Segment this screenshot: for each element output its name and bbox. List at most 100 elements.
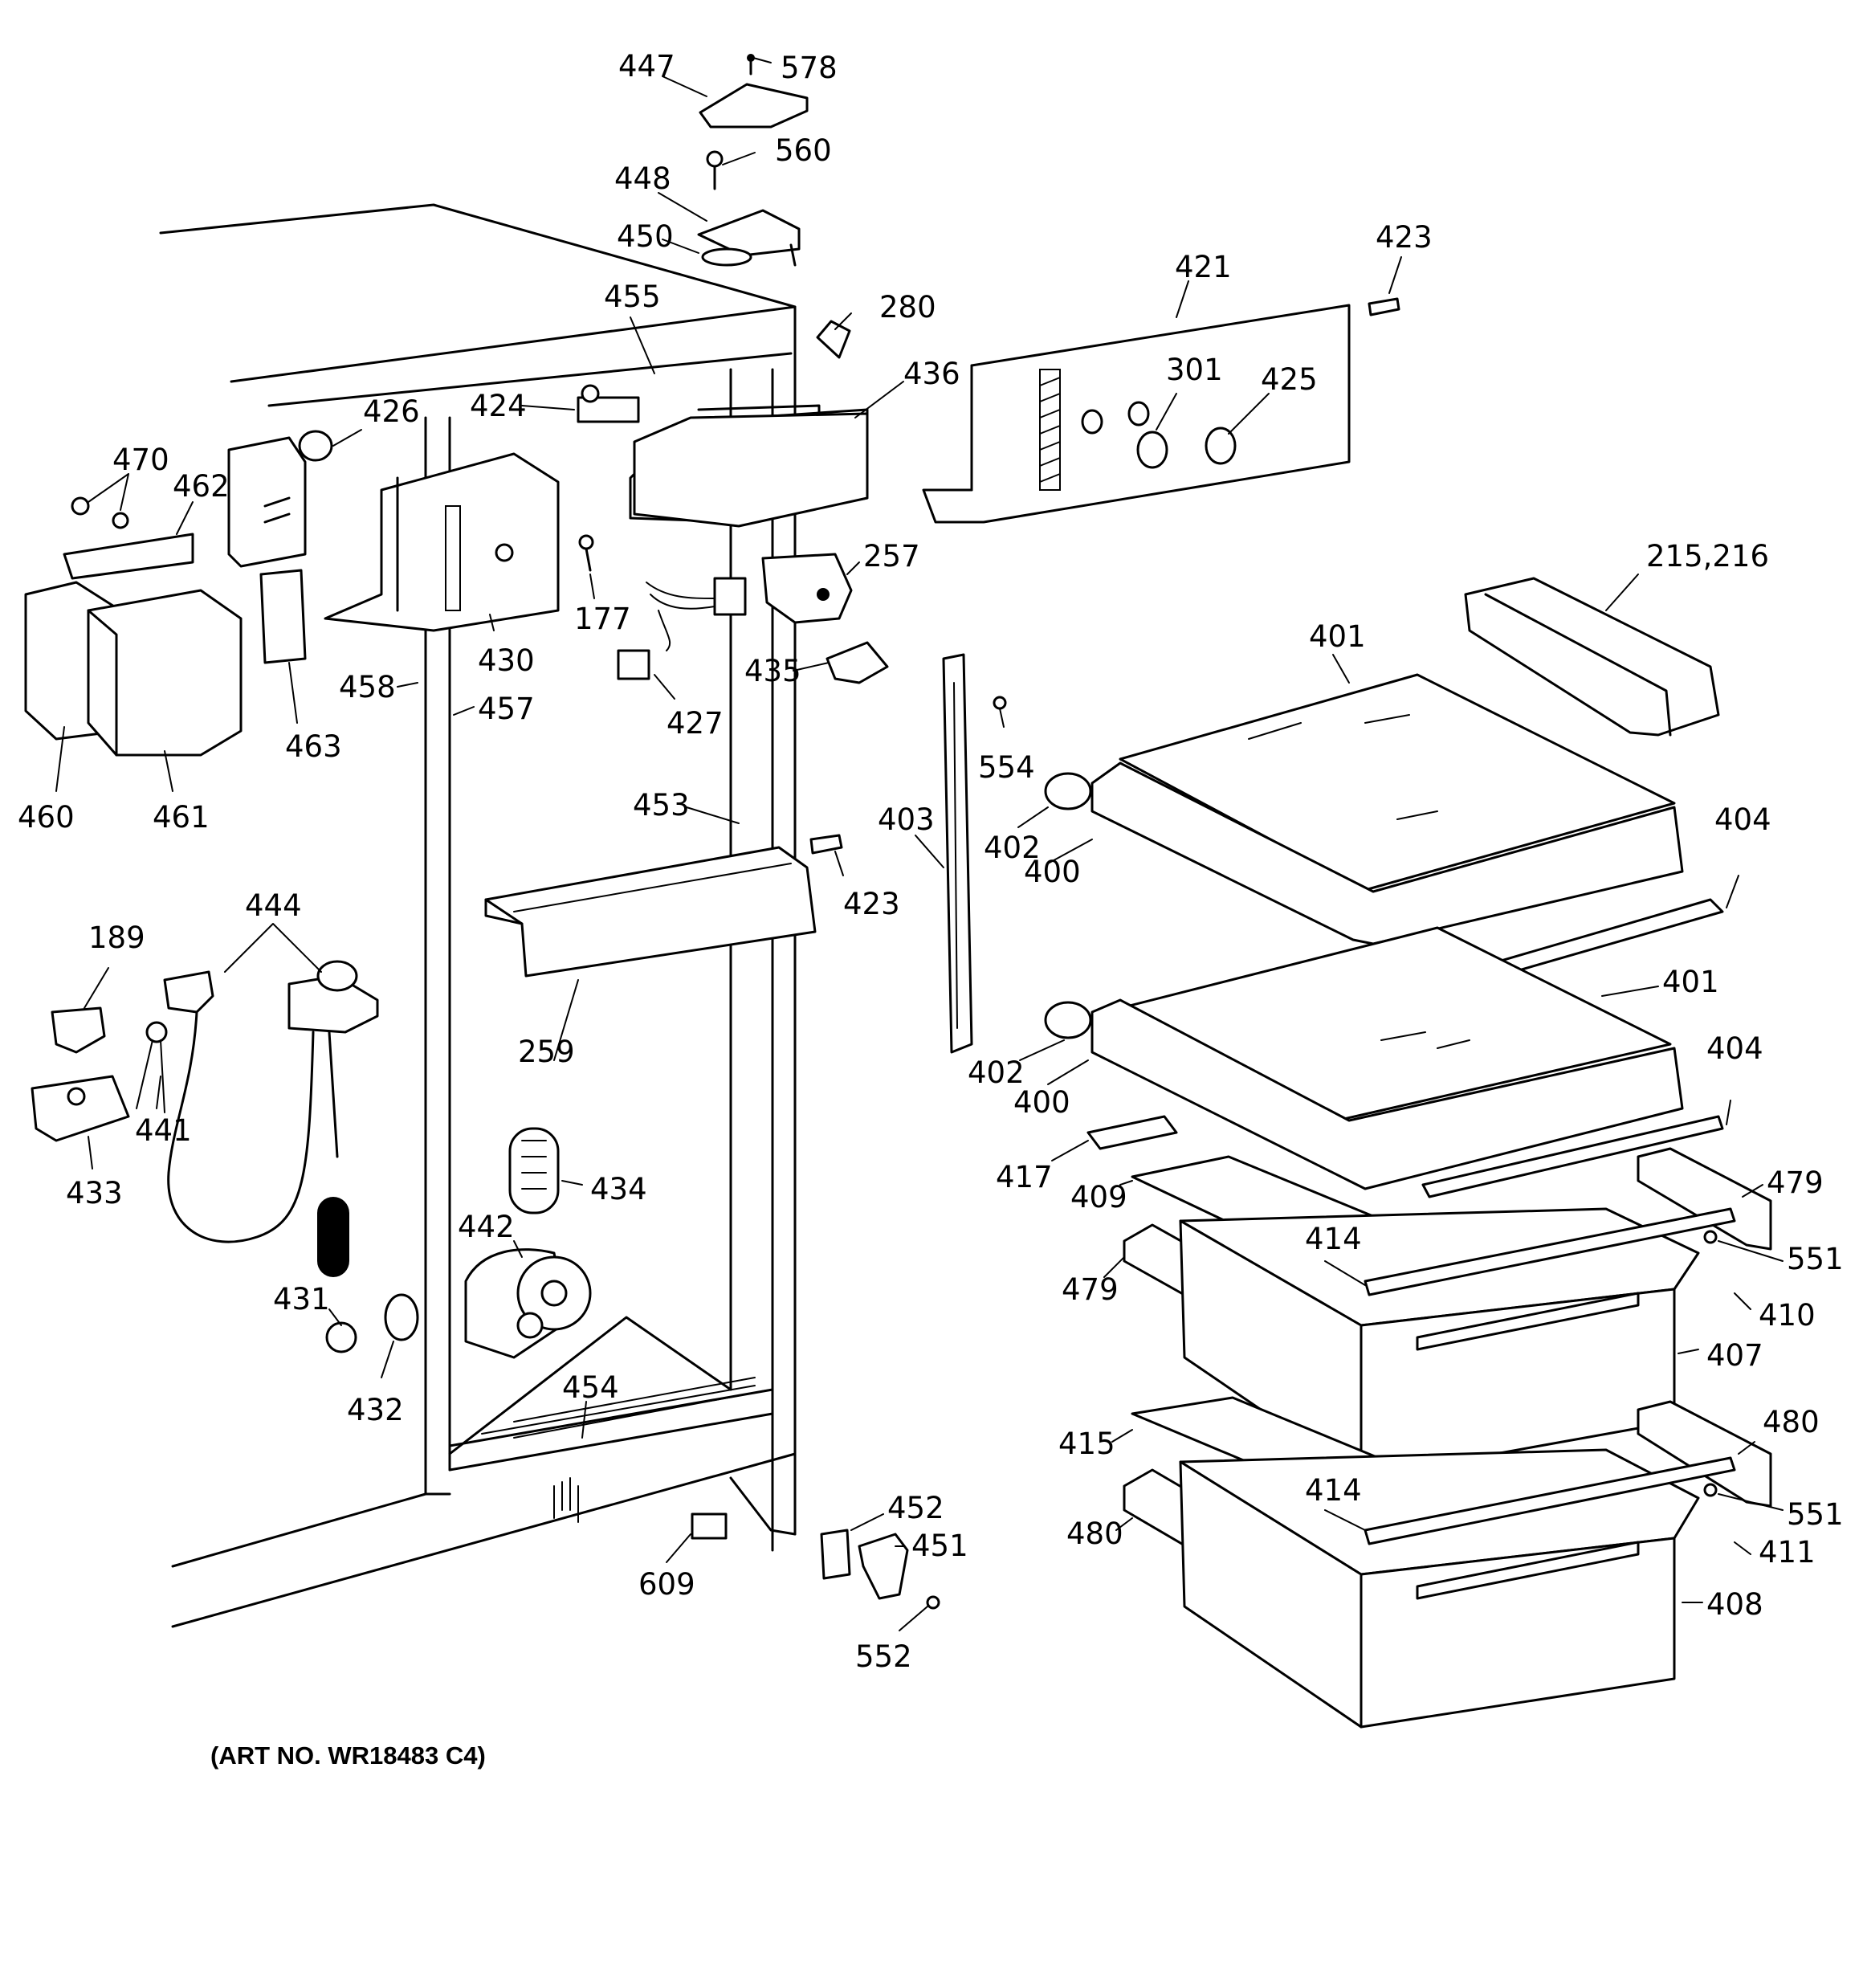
- callout-578: 578: [781, 51, 838, 85]
- callout-415: 415: [1058, 1427, 1115, 1461]
- callout-479-right: 479: [1767, 1165, 1824, 1200]
- callout-452: 452: [887, 1491, 944, 1525]
- clip-463: [259, 569, 307, 664]
- shelf-frame-upper: [1044, 761, 1684, 945]
- callout-404-lower: 404: [1706, 1031, 1763, 1066]
- control-panel: [922, 304, 1351, 524]
- drawer-handle-411: [1364, 1456, 1736, 1545]
- callout-215-216: 215,216: [1646, 539, 1769, 574]
- callout-403: 403: [878, 802, 935, 837]
- callout-450: 450: [617, 219, 674, 254]
- screw-470: [71, 496, 129, 529]
- bracket-433: [31, 1075, 130, 1142]
- water-valve-444: [163, 960, 379, 1243]
- callout-189: 189: [88, 921, 145, 955]
- panel-screw-top: [1368, 297, 1400, 316]
- callout-434: 434: [590, 1172, 647, 1206]
- fitting-441: [136, 1021, 168, 1113]
- control-housing-436: [633, 412, 869, 528]
- meat-pan-408: [1179, 1448, 1700, 1729]
- callout-426: 426: [363, 394, 420, 429]
- callout-444: 444: [245, 888, 302, 923]
- callout-414-upper: 414: [1305, 1222, 1362, 1256]
- callout-417: 417: [996, 1160, 1053, 1194]
- callout-463: 463: [285, 729, 342, 764]
- callout-554: 554: [978, 750, 1035, 785]
- callout-552: 552: [855, 1639, 912, 1674]
- callout-408: 408: [1706, 1587, 1763, 1622]
- callout-480-left: 480: [1066, 1517, 1123, 1551]
- callout-442: 442: [458, 1210, 515, 1244]
- callout-436: 436: [903, 357, 960, 391]
- callout-421: 421: [1175, 250, 1232, 284]
- hinge-pin: [816, 320, 851, 359]
- callout-280: 280: [879, 290, 936, 325]
- callout-labels: 447 578 560 448 450 455 280 436 421 423 …: [18, 49, 1844, 1674]
- callout-480-right: 480: [1763, 1405, 1820, 1439]
- callout-451: 451: [911, 1529, 968, 1563]
- callout-609: 609: [638, 1567, 695, 1602]
- callout-551-lower: 551: [1787, 1497, 1844, 1532]
- screw-177: [578, 534, 594, 572]
- callout-455: 455: [604, 280, 661, 314]
- callout-435: 435: [744, 654, 801, 688]
- hinge-451: [858, 1533, 909, 1600]
- callout-454: 454: [562, 1370, 619, 1405]
- callout-423-top: 423: [1376, 220, 1433, 255]
- callout-441: 441: [135, 1113, 192, 1148]
- callout-401-lower: 401: [1662, 965, 1719, 999]
- shield-462: [63, 533, 194, 580]
- leader-lines: [55, 57, 1784, 1631]
- drawer-slide-479-right: [1637, 1147, 1772, 1251]
- callout-409: 409: [1070, 1180, 1127, 1214]
- door-bin: [1464, 577, 1720, 737]
- callout-461: 461: [153, 800, 210, 835]
- callout-457: 457: [478, 692, 535, 726]
- callout-470: 470: [112, 443, 169, 477]
- hinge-cover: [699, 54, 809, 129]
- callout-432: 432: [347, 1393, 404, 1427]
- callout-411: 411: [1759, 1535, 1816, 1570]
- top-hinge: [697, 209, 801, 267]
- cover-434: [508, 1127, 560, 1214]
- callout-259: 259: [518, 1035, 575, 1069]
- hinge-screw: [706, 150, 724, 190]
- bushing-432: [384, 1293, 419, 1341]
- grommet-431: [317, 1197, 357, 1353]
- wiring-harness-427: [617, 577, 747, 680]
- callout-423-mid: 423: [843, 887, 900, 921]
- callout-430: 430: [478, 643, 535, 678]
- cap-435: [826, 641, 889, 684]
- drawer-handle-410: [1364, 1207, 1736, 1296]
- screw-423b: [809, 834, 843, 855]
- art-number: (ART NO. WR18483 C4): [210, 1741, 486, 1770]
- callout-402-lower: 402: [968, 1055, 1025, 1090]
- callout-447: 447: [618, 49, 675, 84]
- bracket-430: [324, 452, 560, 632]
- callout-410: 410: [1759, 1298, 1816, 1333]
- defrost-timer-257: [761, 553, 853, 624]
- clip-609: [691, 1512, 728, 1540]
- callout-462: 462: [173, 469, 230, 504]
- callout-431: 431: [273, 1282, 330, 1316]
- callout-400-lower: 400: [1013, 1085, 1070, 1120]
- callout-404-upper: 404: [1714, 802, 1771, 837]
- trim-259: [484, 846, 817, 978]
- callout-448: 448: [614, 161, 671, 196]
- fitting-189: [51, 1006, 106, 1054]
- light-socket: [227, 430, 333, 568]
- callout-301: 301: [1166, 353, 1223, 387]
- plate-452: [820, 1529, 851, 1580]
- callout-453: 453: [633, 788, 690, 823]
- callout-177: 177: [574, 602, 631, 636]
- fan-442: [464, 1248, 592, 1359]
- callout-460: 460: [18, 800, 75, 835]
- shelf-frame-lower: [1044, 998, 1724, 1198]
- callout-551-upper: 551: [1787, 1242, 1844, 1276]
- callout-560: 560: [775, 133, 832, 168]
- callout-425: 425: [1261, 362, 1318, 397]
- callout-479-left: 479: [1062, 1272, 1119, 1307]
- drawer-slide-480-right: [1637, 1400, 1772, 1508]
- callout-424: 424: [470, 389, 527, 423]
